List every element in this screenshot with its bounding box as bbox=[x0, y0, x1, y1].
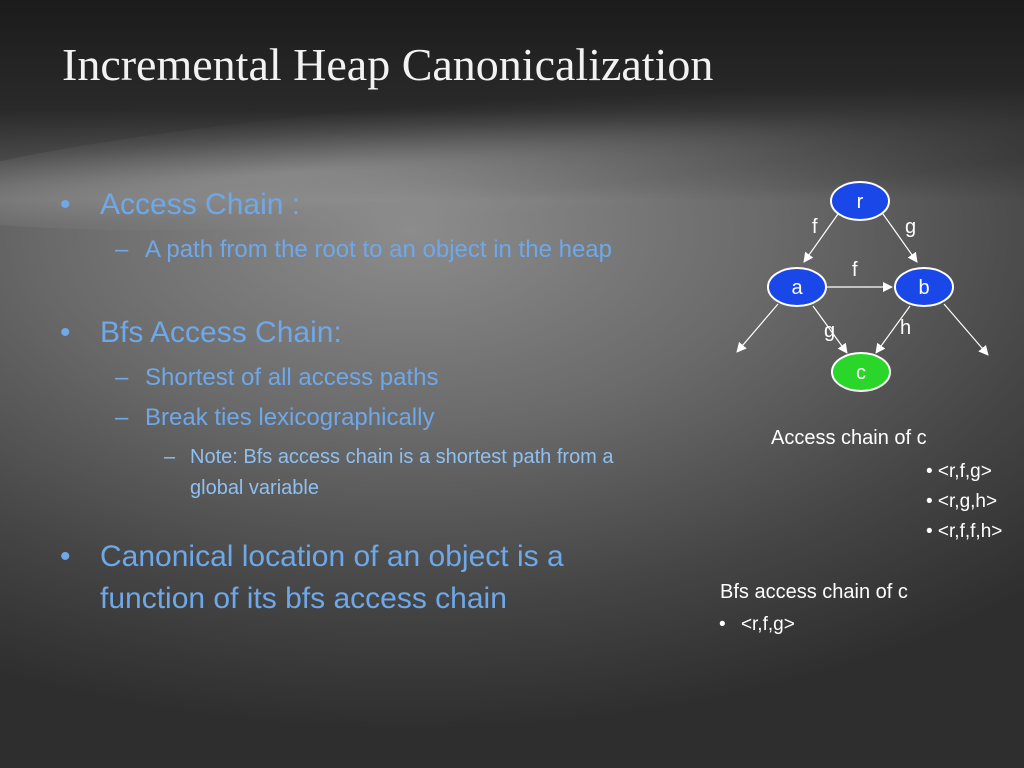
access-chain-item-3: • <r,f,f,h> bbox=[926, 521, 1003, 542]
access-chain-item-2: • <r,g,h> bbox=[926, 491, 998, 512]
header-band bbox=[0, 0, 1024, 200]
bullet-access-chain-text: Access Chain : bbox=[100, 188, 301, 221]
access-chain-caption: Access chain of c bbox=[771, 427, 927, 449]
edge-label-r-b: g bbox=[905, 216, 916, 238]
bullet-access-chain: • Access Chain : bbox=[60, 188, 301, 222]
node-a: a bbox=[767, 267, 827, 307]
access-chain-item-1: • <r,f,g> bbox=[926, 461, 992, 482]
bullet-bfs-access-chain-text: Bfs Access Chain: bbox=[100, 316, 342, 349]
slide-title: Incremental Heap Canonicalization bbox=[62, 39, 714, 90]
sub-bullet-break-ties-text: Break ties lexicographically bbox=[145, 404, 435, 431]
node-b: b bbox=[894, 267, 954, 307]
bullet-bfs-access-chain: • Bfs Access Chain: bbox=[60, 316, 342, 350]
dash-glyph: – bbox=[115, 404, 129, 431]
bfs-chain-item-text: <r,f,g> bbox=[740, 614, 795, 635]
dash-glyph: – bbox=[115, 364, 129, 391]
graph-edge-labels: f g f g h bbox=[812, 216, 916, 342]
sub-sub-bullet-note: – Note: Bfs access chain is a shortest p… bbox=[164, 442, 670, 504]
edge-b-out bbox=[943, 303, 989, 356]
sub-bullet-shortest-text: Shortest of all access paths bbox=[145, 364, 439, 391]
bullet-canonical-line1-text: Canonical location of an object is a bbox=[100, 540, 564, 573]
node-r-label: r bbox=[857, 191, 864, 213]
edge-label-a-b: f bbox=[852, 259, 858, 281]
sub-bullet-break-ties: – Break ties lexicographically bbox=[115, 404, 435, 432]
node-c-label: c bbox=[856, 362, 866, 384]
dash-glyph: – bbox=[115, 236, 129, 263]
edge-label-b-c: h bbox=[900, 317, 911, 339]
bfs-chain-item: • <r,f,g> bbox=[719, 614, 795, 636]
sub-bullet-access-chain-def: – A path from the root to an object in t… bbox=[115, 236, 612, 264]
bfs-chain-caption: Bfs access chain of c bbox=[720, 581, 908, 603]
bullet-dot: • bbox=[60, 540, 71, 573]
edge-label-a-c: g bbox=[824, 320, 835, 342]
edge-b-c bbox=[875, 305, 911, 354]
sub-bullet-access-chain-def-text: A path from the root to an object in the… bbox=[145, 236, 612, 263]
graph-edges bbox=[736, 213, 989, 356]
node-c: c bbox=[831, 352, 891, 392]
node-b-label: b bbox=[918, 277, 929, 299]
graph-nodes: r a b c bbox=[767, 181, 954, 392]
node-a-label: a bbox=[791, 277, 803, 299]
bullet-canonical-line1: • Canonical location of an object is a bbox=[60, 540, 564, 574]
bullet-dot: • bbox=[60, 316, 71, 349]
edge-a-out bbox=[736, 303, 779, 353]
bullet-canonical-line2: function of its bfs access chain bbox=[100, 582, 507, 615]
sub-bullet-shortest: – Shortest of all access paths bbox=[115, 364, 439, 392]
dash-glyph: – bbox=[164, 446, 176, 468]
bullet-dot: • bbox=[60, 188, 71, 221]
edge-label-r-a: f bbox=[812, 216, 818, 238]
sub-sub-bullet-note-text: Note: Bfs access chain is a shortest pat… bbox=[190, 446, 614, 499]
edge-a-c bbox=[812, 305, 848, 354]
bfs-chain-bullet: • bbox=[719, 614, 726, 635]
edge-r-b bbox=[882, 213, 918, 263]
node-r: r bbox=[830, 181, 890, 221]
edge-r-a bbox=[803, 213, 839, 263]
